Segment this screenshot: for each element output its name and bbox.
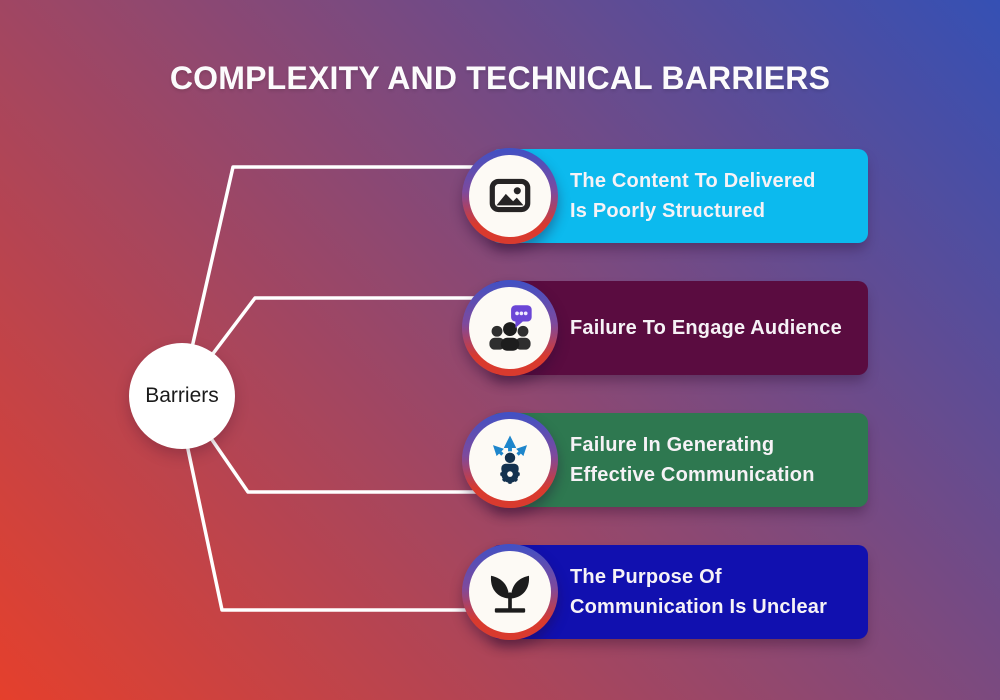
audience-icon xyxy=(469,287,551,369)
communication-gear-icon xyxy=(469,419,551,501)
barrier-label: The Purpose Of Communication Is Unclear xyxy=(570,566,828,618)
center-node-barriers: Barriers xyxy=(129,343,235,449)
sprout-icon xyxy=(469,551,551,633)
page-title: COMPLEXITY AND TECHNICAL BARRIERS xyxy=(169,60,831,96)
barrier-label: Failure To Engage Audience xyxy=(570,317,842,339)
barrier-label: The Content To Delivered Is Poorly Struc… xyxy=(570,170,816,222)
barrier-label: Failure In Generating Effective Communic… xyxy=(570,434,815,486)
barrier-badge-4 xyxy=(462,544,558,640)
barrier-badge-2 xyxy=(462,280,558,376)
connector-line-2 xyxy=(182,296,512,394)
center-node-label: Barriers xyxy=(145,384,219,407)
connector-line-3 xyxy=(184,400,512,494)
barrier-badge-3 xyxy=(462,412,558,508)
speech-bubble-icon xyxy=(511,305,532,328)
barrier-badge-1 xyxy=(462,148,558,244)
connector-line-4 xyxy=(176,400,512,612)
image-icon xyxy=(469,155,551,237)
barrier-bar-content-structure: The Content To Delivered Is Poorly Struc… xyxy=(490,149,868,243)
connector-line-1 xyxy=(179,165,512,398)
